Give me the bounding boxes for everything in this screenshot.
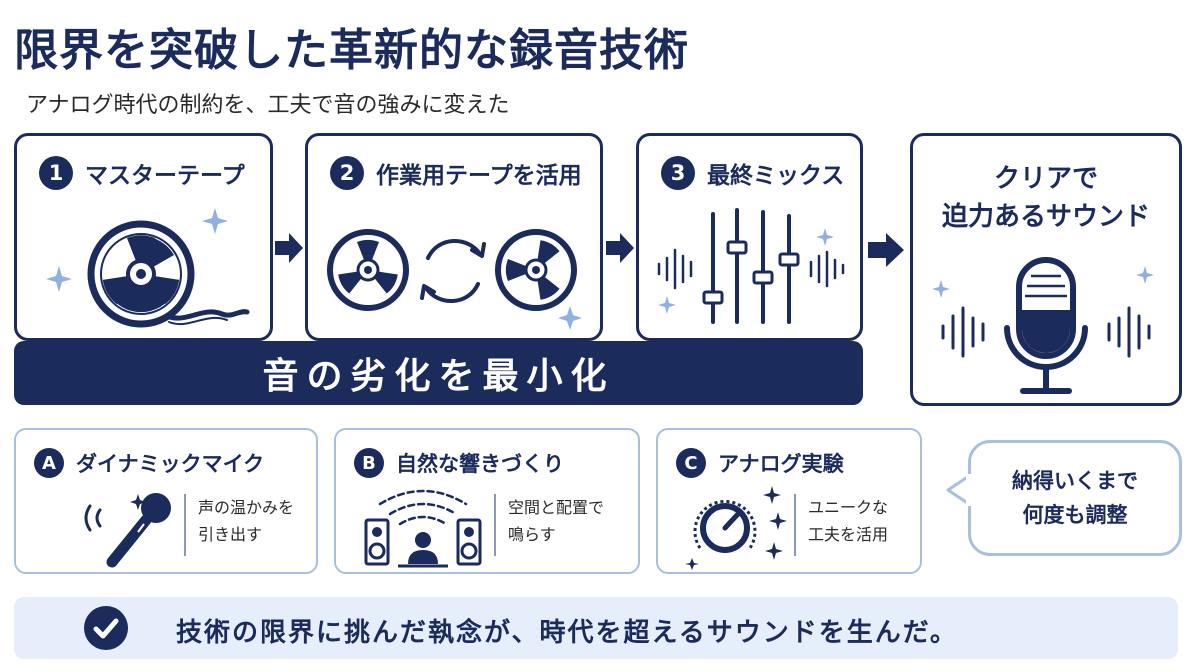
microphone-icon xyxy=(932,257,1154,394)
speakers-room-icon xyxy=(364,489,482,568)
technique-letter: A xyxy=(34,448,64,478)
technique-desc-line1: ユニークな xyxy=(808,498,889,517)
tape-reel-icon xyxy=(46,208,250,328)
divider xyxy=(494,494,496,556)
technique-letter: B xyxy=(354,448,384,478)
technique-natural-reverb: B 自然な響きづくり 空間と配置で 鳴らす xyxy=(334,428,640,574)
arrow-right-icon xyxy=(606,233,634,263)
result-card: クリアで 迫力あるサウンド xyxy=(910,133,1182,406)
step-number: 3 xyxy=(661,156,695,190)
bubble-line2: 何度も調整 xyxy=(1022,503,1128,527)
technique-desc: ユニークな 工夫を活用 xyxy=(808,494,888,548)
page-title: 限界を突破した革新的な録音技術 xyxy=(14,25,689,76)
technique-desc-line1: 声の温かみを xyxy=(198,498,295,517)
result-line2: 迫力あるサウンド xyxy=(941,202,1150,232)
knob-icon xyxy=(685,486,787,570)
technique-dynamic-mic: A ダイナミックマイク 声の温かみを 引き出す xyxy=(14,428,318,574)
page-subtitle: アナログ時代の制約を、工夫で音の強みに変えた xyxy=(26,93,510,118)
technique-desc-line2: 鳴らす xyxy=(508,525,556,544)
result-title: クリアで 迫力あるサウンド xyxy=(913,160,1179,236)
step-master-tape: 1 マスターテープ xyxy=(14,133,273,341)
technique-desc: 声の温かみを 引き出す xyxy=(198,494,294,548)
divider xyxy=(794,494,796,556)
adjust-bubble: 納得いくまで 何度も調整 xyxy=(968,440,1182,556)
technique-label: 自然な響きづくり xyxy=(396,452,564,476)
bubble-text: 納得いくまで 何度も調整 xyxy=(1012,464,1138,532)
band-text: 音の劣化を最小化 xyxy=(262,356,615,397)
technique-desc-line2: 引き出す xyxy=(198,525,263,544)
conclusion-banner: 技術の限界に挑んだ執念が、時代を超えるサウンドを生んだ。 xyxy=(14,597,1178,659)
check-circle xyxy=(84,606,128,650)
handheld-mic-icon xyxy=(84,493,171,568)
technique-desc: 空間と配置で 鳴らす xyxy=(508,494,604,548)
tape-swap-icon xyxy=(327,229,582,330)
step-label: マスターテープ xyxy=(85,163,245,189)
step-label: 作業用テープを活用 xyxy=(376,163,582,189)
technique-label: アナログ実験 xyxy=(718,452,844,476)
step-number: 2 xyxy=(330,156,364,190)
arrow-right-icon xyxy=(275,233,303,263)
technique-analog-experiment: C アナログ実験 ユニークな 工夫を活用 xyxy=(656,428,922,574)
technique-desc-line2: 工夫を活用 xyxy=(808,525,889,544)
technique-desc-line1: 空間と配置で xyxy=(508,498,605,517)
degradation-band: 音の劣化を最小化 xyxy=(14,341,863,405)
check-icon xyxy=(93,618,119,639)
technique-letter: C xyxy=(676,448,706,478)
step-working-tape: 2 作業用テープを活用 xyxy=(305,133,603,341)
step-label: 最終ミックス xyxy=(707,163,845,189)
step-final-mix: 3 最終ミックス xyxy=(636,133,863,341)
step-number: 1 xyxy=(39,156,73,190)
result-line1-suffix: で xyxy=(1072,164,1099,194)
result-line1: クリア xyxy=(993,164,1072,194)
mixer-faders-icon xyxy=(657,208,845,324)
technique-label: ダイナミックマイク xyxy=(76,452,265,476)
conclusion-text: 技術の限界に挑んだ執念が、時代を超えるサウンドを生んだ。 xyxy=(176,618,958,648)
arrow-right-icon xyxy=(868,233,904,267)
bubble-tail-mask xyxy=(966,474,972,506)
divider xyxy=(184,494,186,556)
bubble-line1: 納得いくまで xyxy=(1012,469,1138,493)
